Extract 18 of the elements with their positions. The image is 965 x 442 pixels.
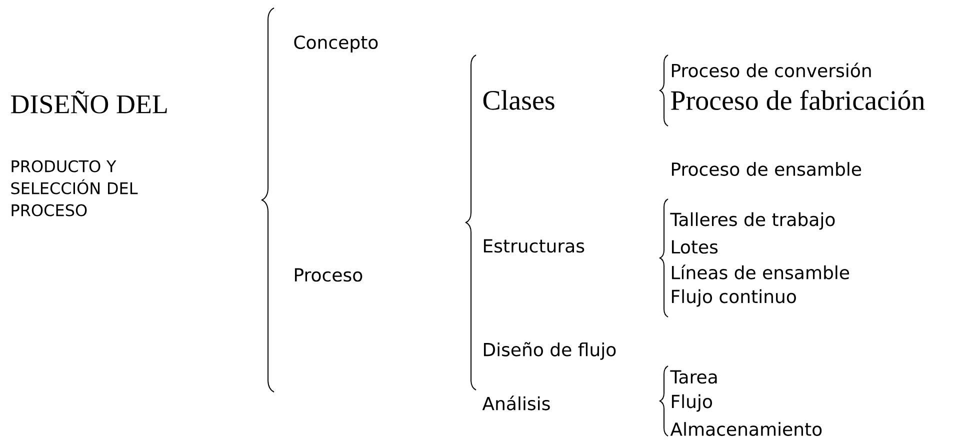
- branch-label: Análisis: [482, 396, 550, 410]
- heading-text: DISEÑO DEL: [11, 90, 167, 114]
- branch-label: Concepto: [294, 35, 378, 53]
- branch-label: Proceso de fabricación: [671, 90, 925, 110]
- branch-label: Estructuras: [484, 239, 584, 253]
- branch-label: Lotes: [672, 240, 718, 254]
- branch-label: Flujo continuo: [672, 289, 796, 307]
- branch-label: Clases: [483, 90, 554, 110]
- branch-label: Talleres de trabajo: [670, 212, 835, 230]
- branch-label: Almacenamiento: [670, 422, 822, 436]
- branch-label: Proceso: [294, 268, 362, 282]
- branch-label: Líneas de ensamble: [672, 264, 850, 280]
- branch-label: Proceso de conversión: [672, 62, 871, 78]
- branch-label: Flujo: [672, 394, 712, 412]
- heading-text: PRODUCTO Y SELECCIÓN DEL PROCESO: [11, 160, 138, 216]
- branch-label: Diseño de flujo: [484, 342, 616, 360]
- branch-label: Proceso de ensamble: [672, 162, 862, 176]
- branch-label: Tarea: [670, 370, 717, 384]
